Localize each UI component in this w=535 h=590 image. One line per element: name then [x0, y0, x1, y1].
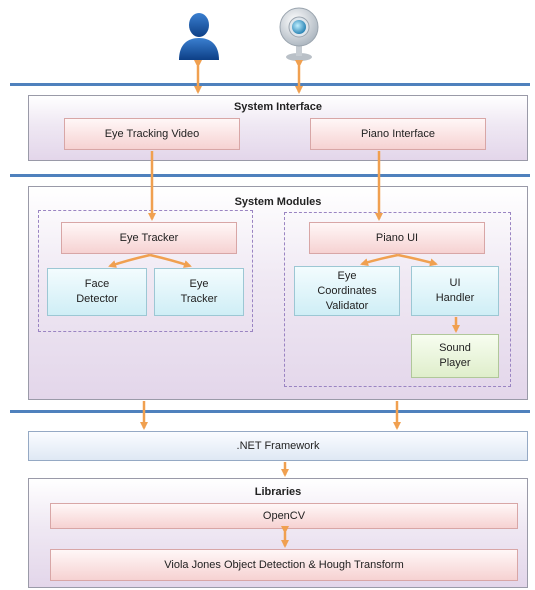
piano-interface-box: Piano Interface — [310, 118, 486, 150]
arrow-pianoui-to-handler — [397, 253, 438, 267]
arrow-tracker-to-eye — [149, 253, 192, 268]
viola-jones-box: Viola Jones Object Detection & Hough Tra… — [50, 549, 518, 581]
arrow-pianoui-to-validator — [360, 253, 399, 267]
separator-line-middle — [10, 174, 530, 177]
face-detector-box: Face Detector — [47, 268, 147, 316]
net-framework-label: .NET Framework — [236, 440, 320, 452]
webcam-icon — [278, 6, 320, 62]
eye-tracker-group — [38, 210, 253, 332]
libraries-title: Libraries — [254, 486, 302, 498]
user-icon — [176, 10, 222, 60]
separator-line-top — [10, 83, 530, 86]
system-interface-title: System Interface — [233, 101, 323, 113]
opencv-box: OpenCV — [50, 503, 518, 529]
eye-tracker-box: Eye Tracker — [61, 222, 237, 254]
eye-tracker-sub-box: Eye Tracker — [154, 268, 244, 316]
eye-coordinates-validator-box: Eye Coordinates Validator — [294, 266, 400, 316]
sound-player-box: Sound Player — [411, 334, 499, 378]
piano-ui-group — [284, 212, 511, 387]
separator-line-lower — [10, 410, 530, 413]
piano-ui-box: Piano UI — [309, 222, 485, 254]
arrow-tracker-to-face — [108, 253, 151, 268]
net-framework-bar: .NET Framework — [28, 431, 528, 461]
eye-tracking-video-box: Eye Tracking Video — [64, 118, 240, 150]
ui-handler-box: UI Handler — [411, 266, 499, 316]
system-modules-title: System Modules — [234, 196, 322, 208]
